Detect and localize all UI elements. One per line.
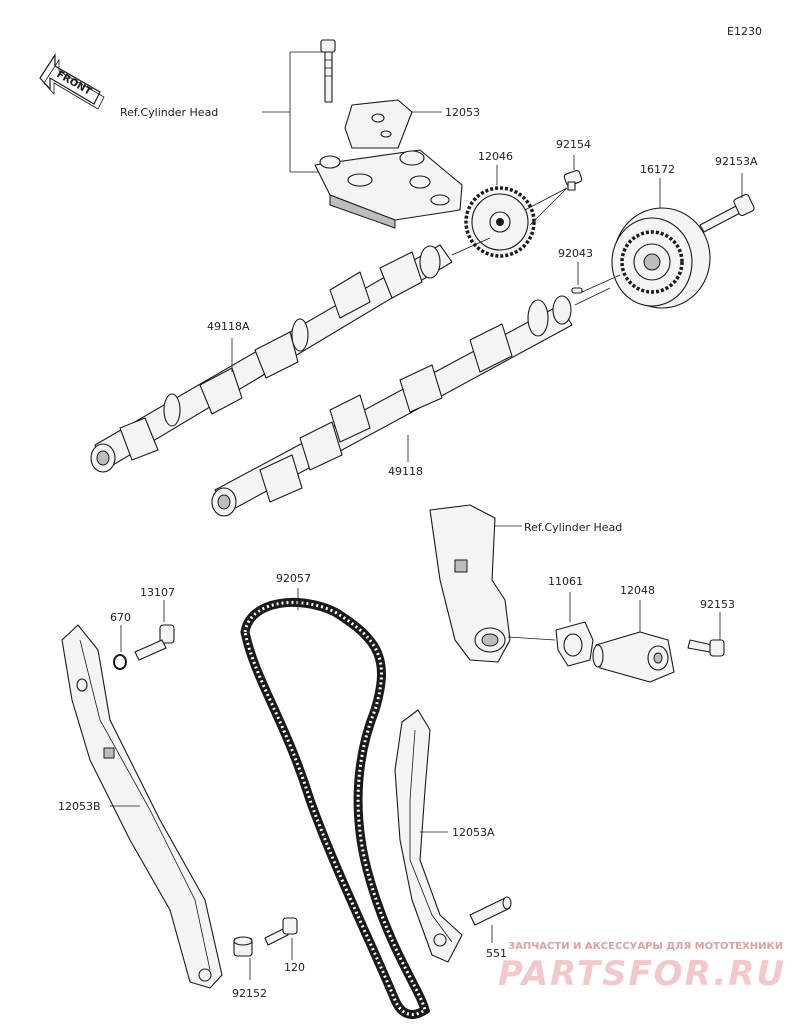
sprocket-bolt [563, 169, 583, 191]
label-92153A: 92153A [715, 155, 758, 168]
guide-collar [233, 936, 253, 957]
label-92043: 92043 [558, 247, 593, 260]
label-670: 670 [110, 611, 131, 624]
label-92153: 92153 [700, 598, 735, 611]
label-11061: 11061 [548, 575, 583, 588]
label-551: 551 [486, 947, 507, 960]
cam-cap-bracket [344, 99, 413, 149]
guide-dowel [469, 896, 512, 926]
label-49118A: 49118A [207, 320, 250, 333]
cam-sprocket-exhaust [464, 186, 536, 258]
guide-bolt-120 [264, 917, 298, 946]
label-92154: 92154 [556, 138, 591, 151]
label-92057: 92057 [276, 572, 311, 585]
chain-tensioner [592, 631, 675, 683]
watermark-brand: PARTSFOR.RU [498, 954, 786, 994]
camshaft-intake [211, 295, 573, 517]
front-arrow-icon [39, 52, 105, 110]
label-49118: 49118 [388, 465, 423, 478]
tensioner-bolt [687, 639, 725, 657]
ref-cylinder-head-right-label: Ref.Cylinder Head [524, 521, 622, 534]
dowel-pin [571, 287, 583, 294]
label-13107: 13107 [140, 586, 175, 599]
camshaft-exhaust [90, 244, 453, 473]
vvt-bolt [699, 193, 755, 233]
o-ring [113, 654, 127, 670]
label-12053A: 12053A [452, 826, 495, 839]
cam-cap-bolt [320, 39, 336, 103]
label-92152: 92152 [232, 987, 267, 1000]
diagram-code: E1230 [727, 25, 762, 38]
watermark-tagline: ЗАПЧАСТИ И АКСЕССУАРЫ ДЛЯ МОТОТЕХНИКИ [508, 941, 783, 952]
timing-chain [240, 598, 431, 1019]
label-12046: 12046 [478, 150, 513, 163]
ref-bracket-top [262, 51, 325, 173]
chain-guide-left [61, 624, 223, 989]
tensioner-gasket [555, 621, 594, 667]
guide-pivot-bolt [134, 624, 175, 661]
camshaft-holder [314, 149, 463, 229]
cylinder-head-tensioner-mount [429, 504, 511, 663]
label-12053: 12053 [445, 106, 480, 119]
ref-cylinder-head-top-label: Ref.Cylinder Head [120, 106, 218, 119]
label-120: 120 [284, 961, 305, 974]
cam-variable-timing-unit [611, 207, 711, 309]
label-12053B: 12053B [58, 800, 101, 813]
label-12048: 12048 [620, 584, 655, 597]
chain-guide-right [394, 709, 463, 963]
label-16172: 16172 [640, 163, 675, 176]
